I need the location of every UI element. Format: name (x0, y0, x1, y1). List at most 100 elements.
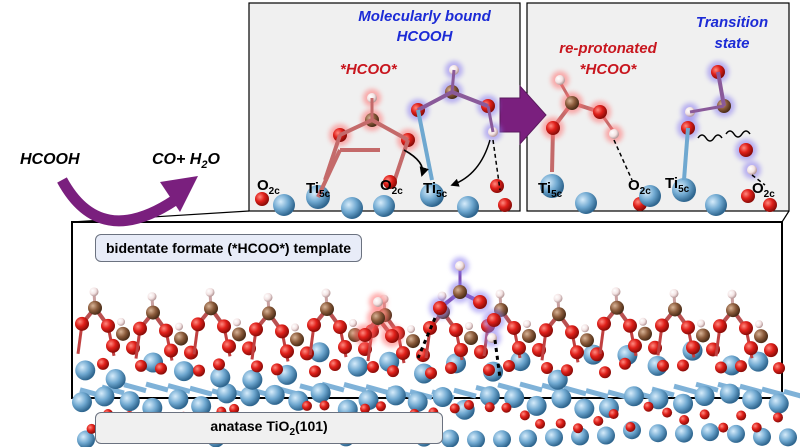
surface-label-pill: anatase TiO2(101) (95, 412, 443, 444)
bond (492, 139, 501, 191)
oxygen-atom (679, 415, 690, 426)
bond (391, 139, 410, 186)
carbon-atom (453, 285, 467, 299)
oxygen-atom (155, 362, 167, 375)
titanium-atom (264, 384, 285, 405)
titanium-atom (648, 389, 669, 410)
titanium-atom (168, 389, 189, 410)
electron-arrow-b (450, 139, 491, 187)
oxygen-atom (677, 359, 689, 372)
carbon-atom (371, 311, 385, 325)
hydrogen-atom (117, 317, 125, 326)
reactant-label: HCOOH (20, 151, 80, 168)
oxygen-atom (662, 407, 673, 418)
carbon-atom (565, 96, 579, 110)
titanium-atom (239, 386, 260, 407)
titanium-atom (639, 185, 661, 207)
bond (486, 105, 495, 133)
site-ti5c-left-b-sub: 5c (436, 189, 448, 200)
bond (145, 381, 169, 393)
site-o2c-left-b: O2c (380, 178, 403, 197)
oxygen-atom (539, 323, 553, 338)
carbon-atom (204, 301, 218, 316)
titanium-atom (191, 396, 212, 417)
titanium-atom (575, 192, 597, 214)
bond (343, 382, 367, 393)
hydrogen-atom (321, 288, 331, 298)
oxygen-atom (751, 422, 762, 433)
bond (563, 385, 587, 397)
titanium-atom (672, 178, 696, 202)
product-label: CO+ H2O (152, 152, 220, 171)
bond (751, 174, 766, 186)
titanium-atom (457, 196, 479, 218)
titanium-atom (727, 424, 745, 443)
oxygen-atom (483, 363, 495, 376)
titanium-atom (545, 428, 563, 447)
titanium-atom (407, 391, 428, 412)
site-ti5c-left-a: Ti5c (306, 181, 330, 200)
oxygen-atom (715, 361, 727, 374)
titanium-atom (467, 430, 485, 447)
oxygen-atom (249, 322, 263, 337)
site-o2c-right-b: O2c (752, 181, 775, 200)
hydrogen-atom (233, 318, 241, 327)
oxygen-atom (164, 343, 178, 358)
titanium-atom (748, 351, 769, 372)
oxygen-atom (593, 105, 607, 119)
hydrogen-atom (349, 319, 357, 328)
bond (689, 104, 725, 114)
titanium-atom (551, 388, 572, 409)
transition-state-line1: Transition (695, 14, 769, 31)
oxygen-atom (744, 341, 758, 356)
oxygen-atom (657, 359, 669, 372)
oxygen-atom (608, 408, 619, 419)
oxygen-atom (739, 143, 753, 157)
oxygen-atom (565, 325, 579, 340)
titanium-atom (510, 351, 531, 372)
site-o2c-right-a: O2c (628, 178, 651, 197)
oxygen-atom (101, 318, 115, 333)
oxygen-atom (736, 410, 747, 421)
site-ti5c-left-a-main: Ti (306, 180, 320, 197)
carbon-atom (726, 303, 740, 318)
titanium-atom (526, 395, 547, 416)
oxygen-atom (309, 365, 321, 378)
titanium-atom (341, 197, 363, 219)
bond (682, 127, 690, 181)
bond (585, 388, 609, 399)
molecularly-bound-title: Molecularly bound HCOOH (332, 7, 517, 47)
oxygen-atom (599, 366, 611, 379)
oxygen-atom (302, 400, 313, 411)
oxygen-atom (473, 295, 487, 309)
bond (613, 139, 633, 181)
oxygen-atom (686, 340, 700, 355)
titanium-atom (540, 174, 564, 198)
site-ti5c-left-b-main: Ti (423, 180, 437, 197)
titanium-atom (701, 423, 719, 442)
reaction-curved-arrow (57, 177, 179, 227)
oxygen-atom (275, 324, 289, 339)
bond (123, 382, 147, 394)
oxygen-atom (535, 418, 546, 429)
hydrogen-atom (553, 293, 563, 303)
bond (739, 383, 763, 395)
surface-label-tail: (101) (295, 418, 328, 434)
oxygen-atom (498, 198, 512, 212)
oxygen-atom (251, 360, 263, 373)
oxygen-atom (222, 339, 236, 354)
titanium-atom (519, 429, 537, 447)
titanium-atom (216, 383, 237, 404)
oxygen-atom (307, 318, 321, 333)
site-o2c-left-b-main: O (380, 177, 392, 194)
titanium-atom (694, 386, 715, 407)
oxygen-atom (593, 415, 604, 426)
oxygen-atom (449, 403, 460, 414)
titanium-atom (493, 430, 511, 447)
titanium-atom (504, 387, 525, 408)
site-o2c-left-a: O2c (257, 178, 280, 197)
reprotonated-title: re-protonated *HCOO* (538, 38, 678, 80)
oxygen-atom (387, 365, 399, 378)
site-o2c-left-b-sub: 2c (391, 186, 403, 197)
